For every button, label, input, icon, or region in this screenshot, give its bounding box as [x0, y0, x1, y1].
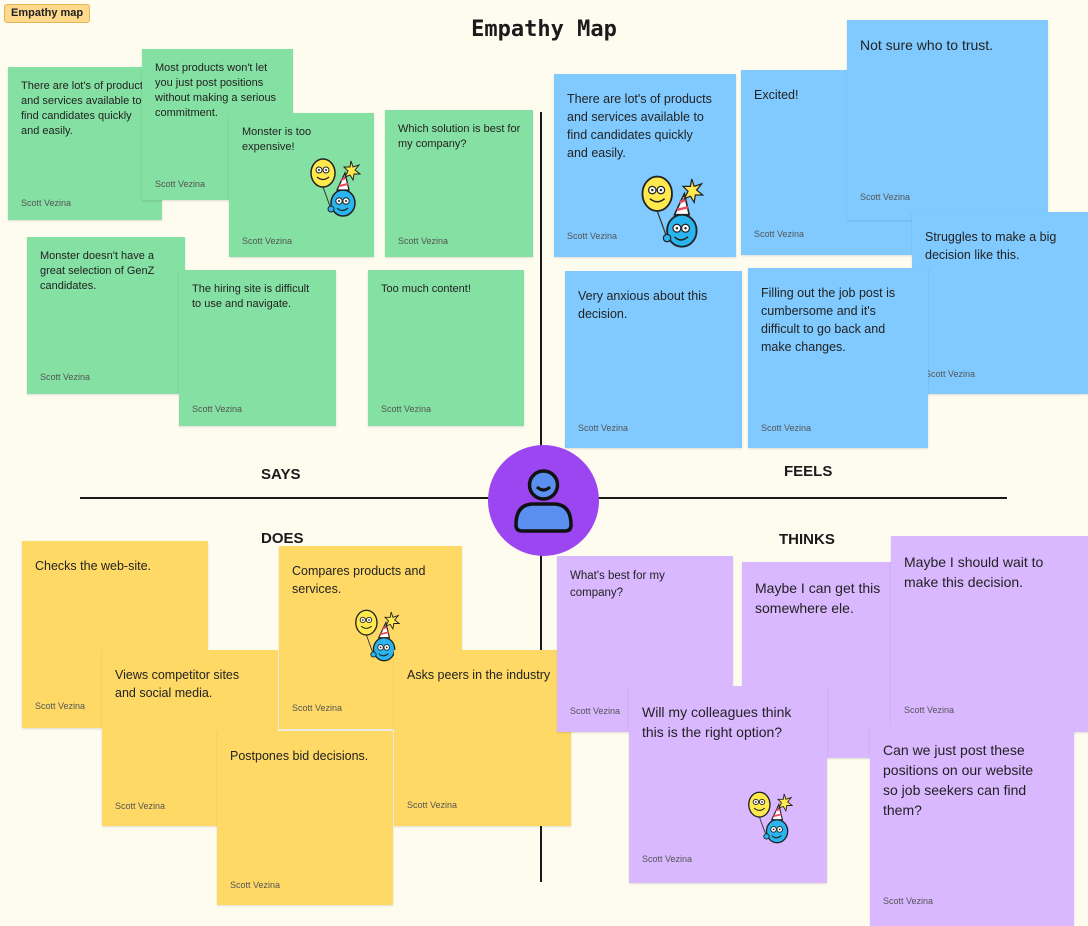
sticky-note-says[interactable]: Too much content! Scott Vezina [368, 270, 524, 426]
note-text: The hiring site is difficult to use and … [192, 283, 310, 310]
sticky-note-says[interactable]: Monster is too expensive! Scott Vezina [229, 113, 374, 257]
sticky-note-feels[interactable]: Struggles to make a big decision like th… [912, 212, 1088, 394]
note-author: Scott Vezina [242, 236, 293, 246]
note-text: What's best for my company? [570, 570, 665, 599]
sticky-note-does[interactable]: Asks peers in the industry Scott Vezina [394, 650, 571, 826]
sticky-note-feels[interactable]: Filling out the job post is cumbersome a… [748, 268, 928, 448]
note-author: Scott Vezina [761, 423, 812, 433]
note-author: Scott Vezina [35, 701, 86, 711]
note-text: Asks peers in the industry [407, 668, 551, 682]
note-text: Compares products and services. [292, 564, 426, 596]
note-text: Which solution is best for my company? [398, 123, 521, 150]
sticky-note-thinks[interactable]: Will my colleagues think this is the rig… [629, 686, 827, 883]
sticky-note-thinks[interactable]: Maybe I should wait to make this decisio… [891, 536, 1088, 732]
quadrant-label-says: SAYS [261, 466, 301, 483]
persona-avatar[interactable] [488, 445, 599, 556]
note-author: Scott Vezina [40, 372, 91, 382]
board-title: Empathy Map [471, 17, 617, 42]
party-balloon-sticker-icon [641, 175, 704, 248]
note-author: Scott Vezina [398, 236, 449, 246]
note-text: Postpones bid decisions. [230, 749, 369, 763]
note-author: Scott Vezina [567, 231, 618, 241]
quadrant-label-thinks: THINKS [779, 531, 835, 548]
note-text: There are lot's of product and services … [21, 80, 143, 137]
sticky-note-does[interactable]: Postpones bid decisions. Scott Vezina [217, 731, 393, 905]
note-author: Scott Vezina [570, 706, 621, 716]
note-author: Scott Vezina [883, 896, 934, 906]
note-author: Scott Vezina [754, 229, 805, 239]
sticky-note-says[interactable]: There are lot's of product and services … [8, 67, 162, 220]
note-author: Scott Vezina [115, 801, 166, 811]
note-author: Scott Vezina [407, 800, 458, 810]
note-text: Very anxious about this decision. [578, 289, 708, 321]
note-author: Scott Vezina [925, 369, 976, 379]
note-author: Scott Vezina [578, 423, 629, 433]
sticky-note-thinks[interactable]: Can we just post these positions on our … [870, 726, 1074, 926]
note-text: Will my colleagues think this is the rig… [642, 704, 792, 740]
note-author: Scott Vezina [642, 854, 693, 864]
note-author: Scott Vezina [230, 880, 281, 890]
note-text: There are lot's of products and services… [567, 92, 712, 160]
party-balloon-sticker-icon [310, 158, 361, 217]
note-text: Maybe I can get this somewhere ele. [755, 580, 881, 616]
note-author: Scott Vezina [860, 192, 911, 202]
sticky-note-feels[interactable]: There are lot's of products and services… [554, 74, 736, 257]
note-author: Scott Vezina [21, 198, 72, 208]
note-author: Scott Vezina [904, 705, 955, 715]
note-author: Scott Vezina [292, 703, 343, 713]
user-icon [514, 469, 573, 533]
note-author: Scott Vezina [192, 404, 243, 414]
sticky-note-feels[interactable]: Not sure who to trust. Scott Vezina [847, 20, 1048, 220]
board-tag[interactable]: Empathy map [4, 4, 91, 23]
note-text: Struggles to make a big decision like th… [925, 230, 1057, 262]
note-text: Maybe I should wait to make this decisio… [904, 554, 1044, 590]
quadrant-label-does: DOES [261, 530, 304, 547]
sticky-note-says[interactable]: The hiring site is difficult to use and … [179, 270, 336, 426]
note-text: Excited! [754, 88, 799, 102]
quadrant-label-feels: FEELS [784, 463, 833, 480]
party-balloon-sticker-icon [747, 791, 793, 844]
sticky-note-feels[interactable]: Very anxious about this decision. Scott … [565, 271, 742, 448]
note-text: Checks the web-site. [35, 559, 152, 573]
sticky-note-says[interactable]: Monster doesn't have a great selection o… [27, 237, 185, 394]
sticky-note-says[interactable]: Which solution is best for my company? S… [385, 110, 533, 257]
note-text: Views competitor sites and social media. [115, 668, 240, 700]
note-text: Not sure who to trust. [860, 37, 994, 53]
note-text: Monster doesn't have a great selection o… [40, 250, 155, 292]
note-text: Most products won't let you just post po… [155, 62, 277, 119]
note-author: Scott Vezina [155, 179, 206, 189]
note-text: Monster is too expensive! [242, 126, 312, 153]
note-text: Filling out the job post is cumbersome a… [761, 286, 896, 354]
note-author: Scott Vezina [381, 404, 432, 414]
note-text: Too much content! [381, 283, 471, 295]
note-text: Can we just post these positions on our … [883, 742, 1034, 818]
